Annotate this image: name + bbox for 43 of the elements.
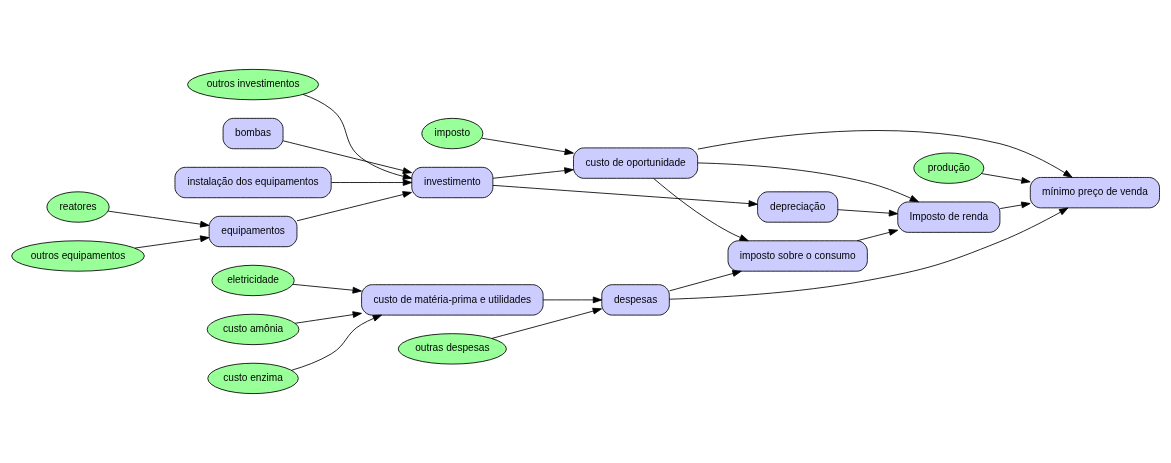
- node-box: custo de oportunidade: [573, 147, 699, 179]
- node-box: equipamentos: [208, 215, 298, 248]
- arrow: [282, 140, 413, 174]
- node-ellipse: custo amônia: [206, 313, 300, 346]
- node-box: custo de matéria-prima e utilidades: [361, 284, 544, 316]
- arrow: [999, 201, 1031, 209]
- node-box: mínimo preço de venda: [1029, 177, 1160, 209]
- arrow: [331, 179, 413, 186]
- arrow: [107, 210, 210, 228]
- node-ellipse: produção: [913, 152, 985, 184]
- node-ellipse: outras despesas: [397, 333, 507, 365]
- node-box: depreciação: [757, 191, 839, 223]
- arrow: [697, 130, 1073, 178]
- node-box: investimento: [411, 166, 494, 199]
- arrow: [296, 191, 412, 222]
- node-ellipse: reatores: [46, 191, 110, 223]
- node-box: instalação dos equipamentos: [174, 166, 332, 199]
- arrow: [653, 178, 749, 242]
- arrow: [542, 296, 603, 304]
- node-ellipse: eletricidade: [211, 264, 295, 297]
- node-ellipse: custo enzima: [207, 362, 299, 395]
- arrow: [981, 173, 1031, 184]
- arrow: [837, 209, 899, 217]
- node-box: despesas: [601, 284, 670, 316]
- node-ellipse: outros equipamentos: [11, 240, 145, 272]
- node-box: Imposto de renda: [897, 201, 1001, 233]
- node-ellipse: outros investimentos: [187, 68, 320, 101]
- arrow: [492, 184, 758, 207]
- node-box: imposto sobre o consumo: [727, 240, 868, 272]
- arrow: [697, 162, 919, 203]
- arrow: [481, 137, 574, 156]
- arrow: [134, 235, 210, 249]
- arrow: [294, 311, 362, 324]
- arrow: [669, 270, 742, 292]
- arrow: [492, 167, 574, 179]
- arrow: [302, 94, 413, 180]
- arrow: [669, 207, 1069, 300]
- arrow: [292, 283, 362, 294]
- arrow: [491, 307, 602, 339]
- node-box: bombas: [222, 117, 284, 150]
- arrow: [291, 314, 382, 371]
- arrow: [856, 229, 899, 242]
- node-ellipse: imposto: [421, 117, 484, 150]
